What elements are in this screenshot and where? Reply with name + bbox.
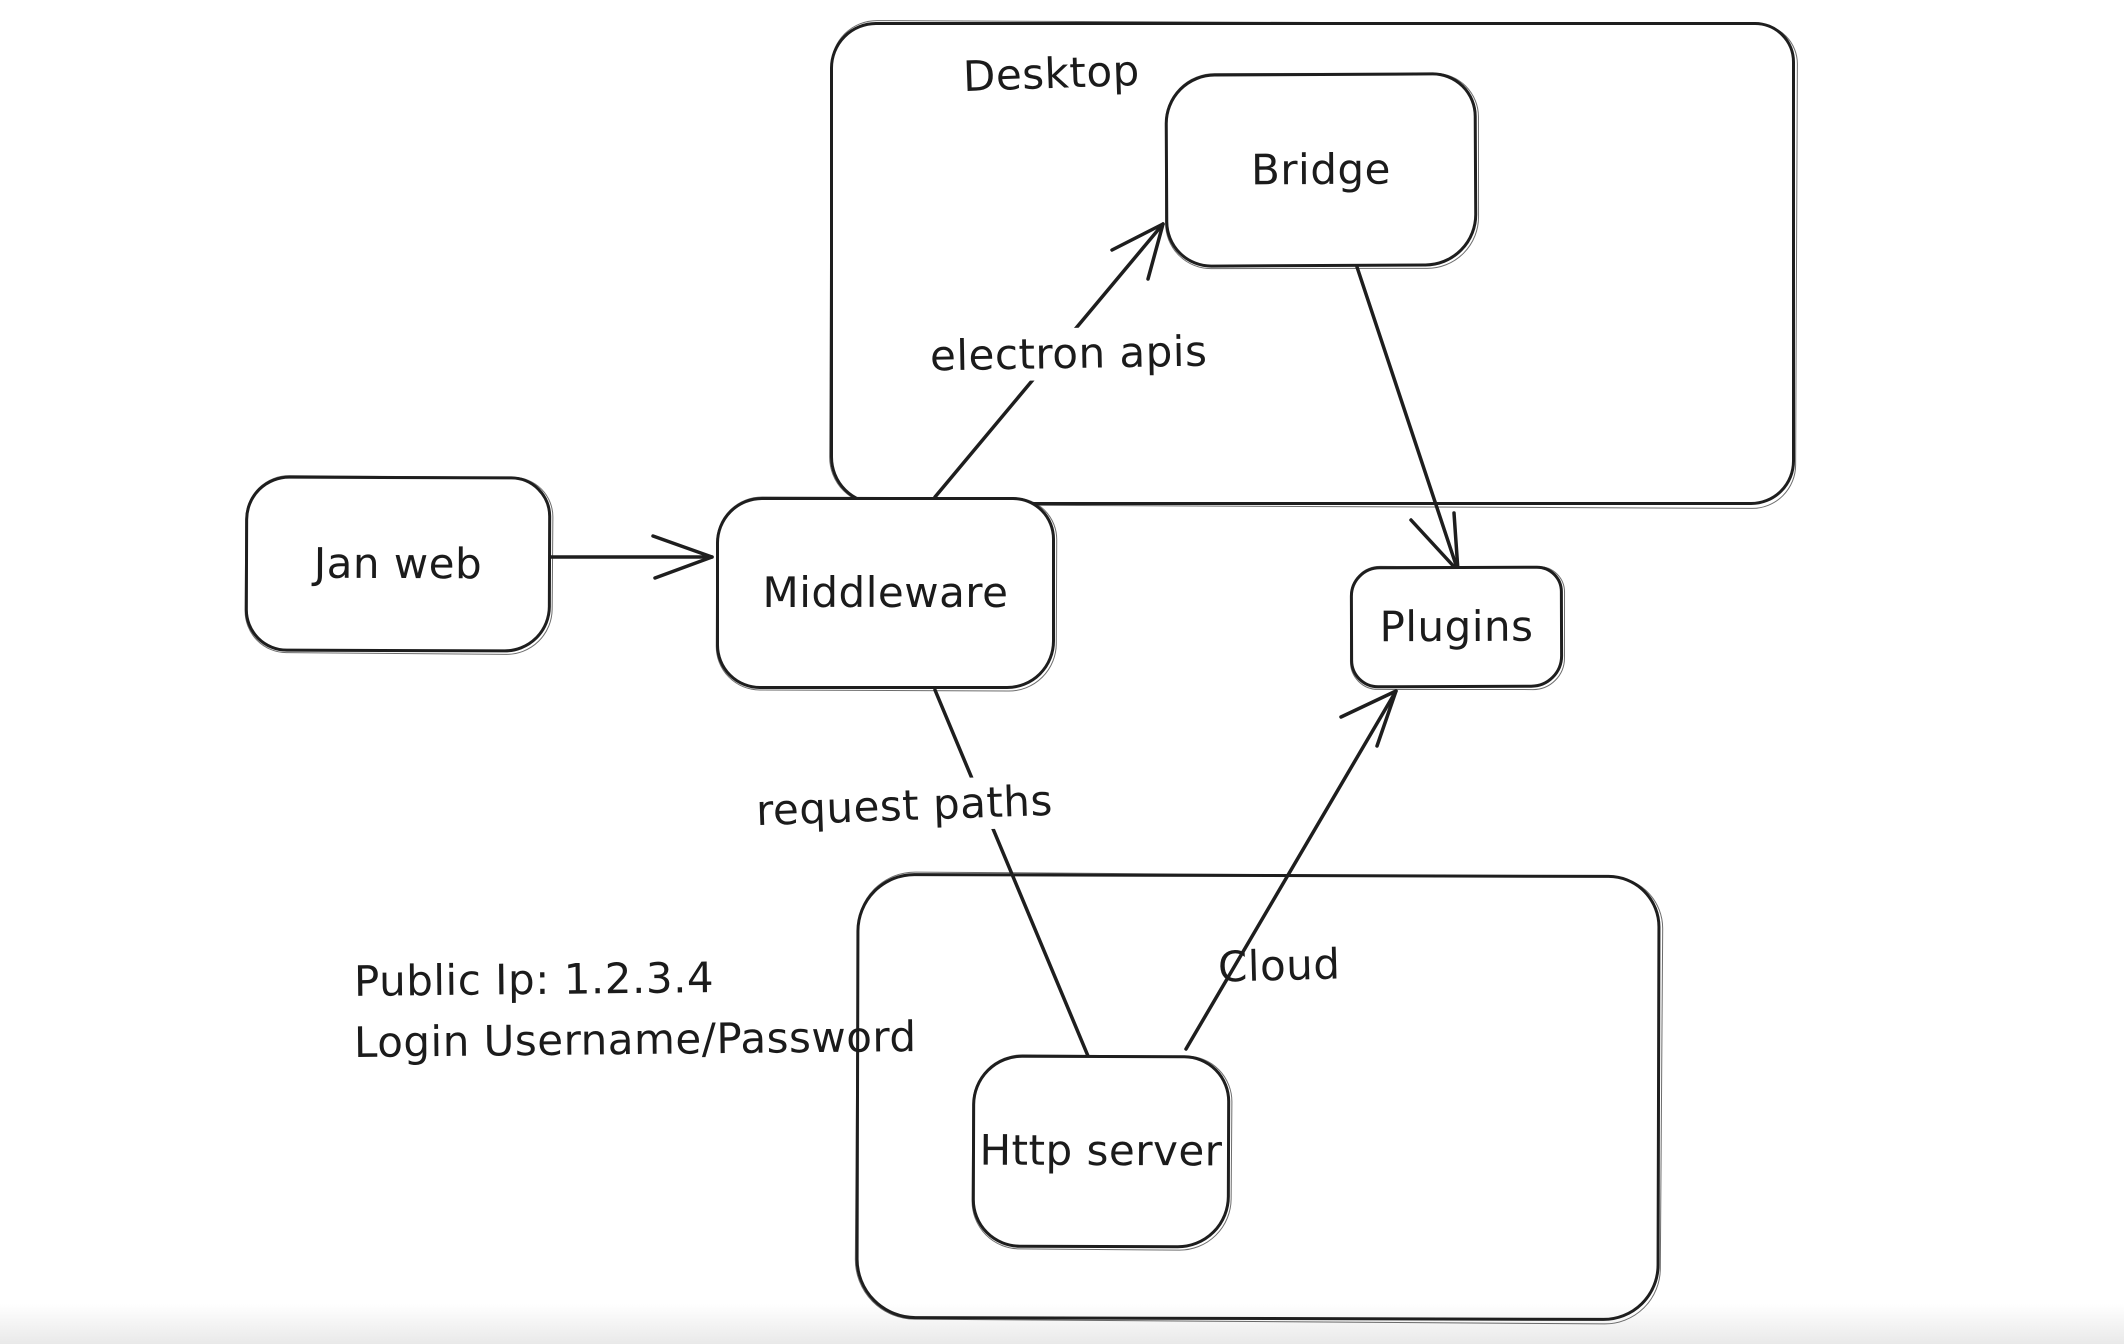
edge-bridge-to-plugins[interactable] bbox=[1355, 265, 1460, 573]
node-http-server-label: Http server bbox=[979, 1125, 1223, 1176]
edge-label-request-paths[interactable]: request paths bbox=[747, 774, 1062, 838]
container-desktop-label[interactable]: Desktop bbox=[962, 45, 1141, 102]
arrowhead bbox=[1409, 511, 1460, 573]
arrowhead bbox=[1339, 689, 1398, 748]
node-plugins-label: Plugins bbox=[1379, 601, 1534, 652]
arrowhead bbox=[1110, 222, 1165, 281]
node-bridge[interactable]: Bridge bbox=[1164, 72, 1478, 268]
edge-janweb-to-middleware[interactable] bbox=[549, 534, 714, 580]
container-desktop[interactable] bbox=[830, 22, 1795, 505]
node-middleware-label: Middleware bbox=[762, 567, 1009, 617]
container-cloud-label[interactable]: Cloud bbox=[1217, 939, 1342, 992]
node-http-server[interactable]: Http server bbox=[971, 1054, 1231, 1249]
node-middleware[interactable]: Middleware bbox=[716, 497, 1055, 689]
node-bridge-label: Bridge bbox=[1250, 144, 1392, 195]
node-jan-web[interactable]: Jan web bbox=[244, 475, 552, 653]
annotation-login[interactable]: Login Username/Password bbox=[353, 1012, 917, 1067]
edge-httpserver-to-plugins[interactable] bbox=[1184, 689, 1398, 1051]
edge-middleware-to-httpserver[interactable] bbox=[933, 688, 1090, 1058]
edge-line bbox=[933, 688, 1090, 1058]
node-plugins[interactable]: Plugins bbox=[1349, 565, 1564, 689]
edge-line bbox=[1355, 265, 1460, 573]
edge-line bbox=[1184, 689, 1398, 1051]
arrowhead bbox=[651, 534, 714, 580]
annotation-public-ip[interactable]: Public Ip: 1.2.3.4 bbox=[353, 953, 715, 1006]
node-jan-web-label: Jan web bbox=[313, 538, 483, 589]
edge-label-electron-apis[interactable]: electron apis bbox=[921, 325, 1216, 383]
